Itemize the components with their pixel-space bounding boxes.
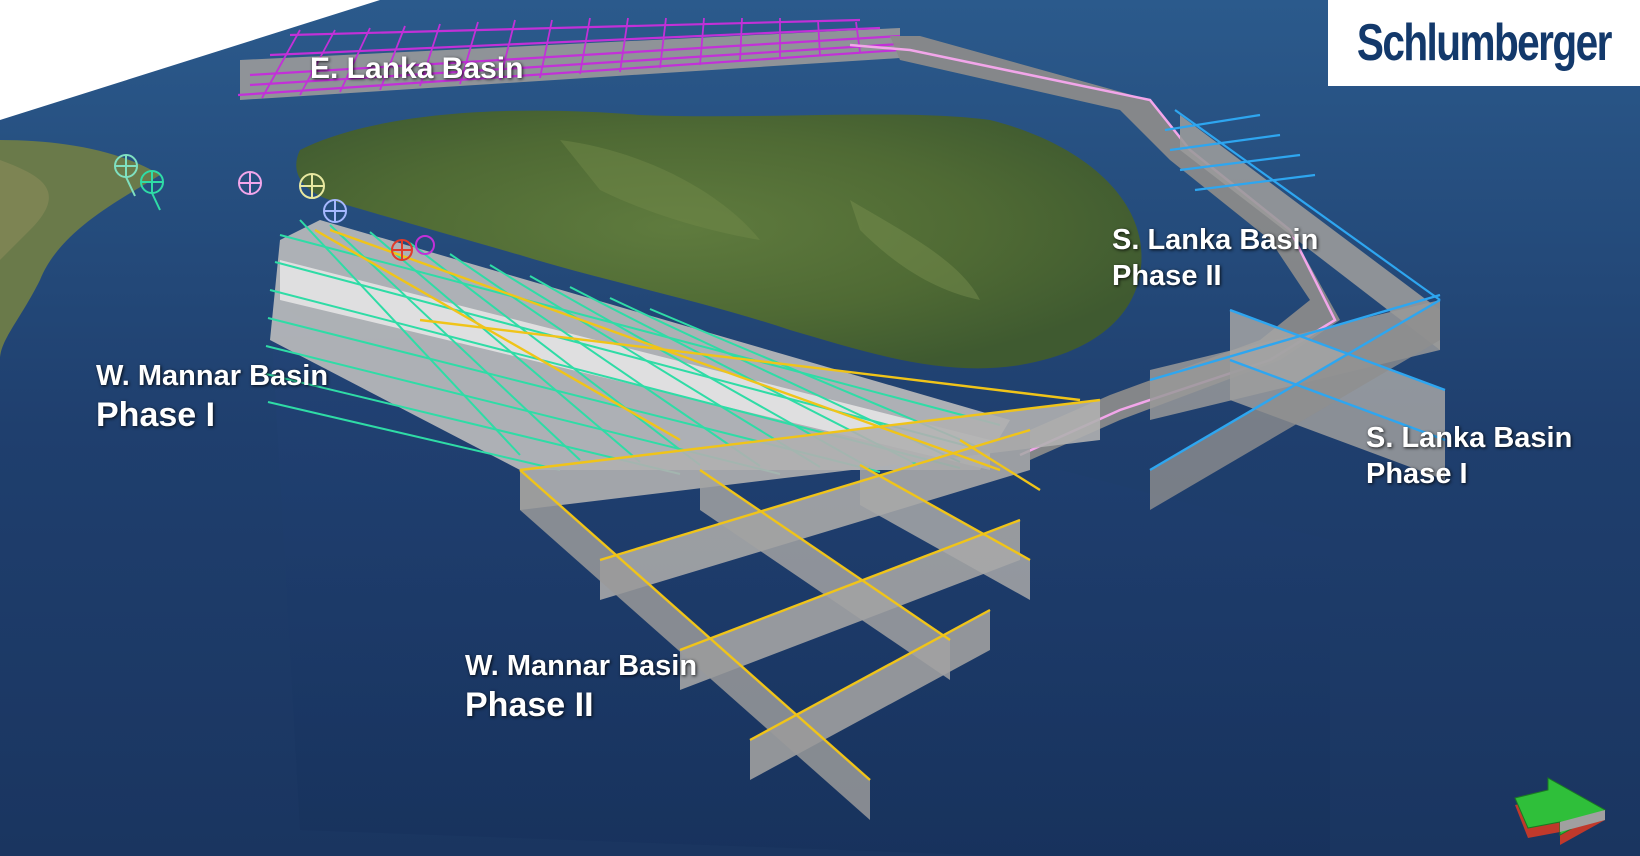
- crosshair-circle-icon: [238, 171, 262, 195]
- crosshair-circle-icon: [323, 199, 347, 223]
- company-logo: Schlumberger: [1328, 0, 1640, 86]
- logo-text: Schlumberger: [1356, 14, 1613, 72]
- basin-name: S. Lanka Basin: [1112, 224, 1319, 256]
- w-mannar-phase-i-label: W. Mannar Basin Phase I: [96, 358, 328, 437]
- crosshair-circle-icon: [114, 154, 138, 197]
- e-lanka-basin-label: E. Lanka Basin: [310, 50, 523, 88]
- basin-name: W. Mannar Basin: [96, 360, 329, 392]
- basin-name: E. Lanka Basin: [310, 52, 524, 85]
- w-mannar-phase-ii-survey: [314, 228, 1101, 820]
- island-landmass: [296, 110, 1142, 369]
- s-lanka-phase-ii-survey: [1164, 109, 1441, 350]
- north-arrow-icon: [1514, 777, 1607, 845]
- basin-name: S. Lanka Basin: [1366, 422, 1573, 454]
- basin-phase: Phase I: [1366, 458, 1468, 491]
- crosshair-circle-icon: [299, 173, 325, 199]
- e-lanka-survey-grid: [237, 17, 901, 100]
- crosshair-circle-icon: [415, 235, 435, 255]
- w-mannar-phase-ii-label: W. Mannar Basin Phase II: [465, 648, 697, 727]
- basin-phase: Phase II: [465, 686, 594, 725]
- crosshair-circle-icon: [391, 239, 413, 261]
- s-lanka-phase-ii-label: S. Lanka Basin Phase II: [1112, 222, 1318, 295]
- s-lanka-phase-i-label: S. Lanka Basin Phase I: [1366, 420, 1572, 493]
- basin-phase: Phase I: [96, 396, 216, 435]
- basin-name: W. Mannar Basin: [465, 650, 698, 682]
- s-lanka-phase-i-survey: [1149, 293, 1446, 510]
- crosshair-circle-icon: [140, 170, 164, 211]
- well-marker-cluster: [114, 154, 435, 261]
- basin-phase: Phase II: [1112, 260, 1222, 293]
